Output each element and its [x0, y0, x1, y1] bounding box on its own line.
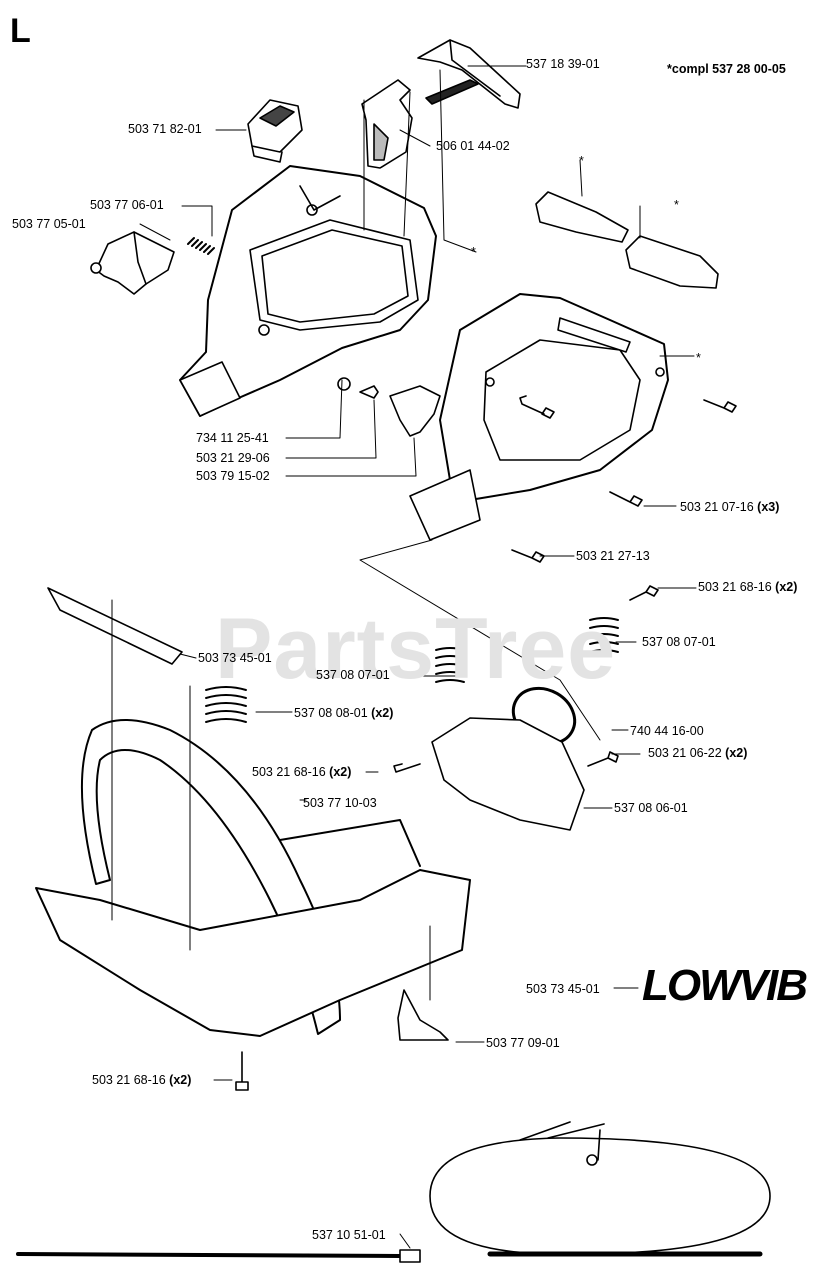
clip-part [417, 39, 521, 109]
part-label: 503 79 15-02 [196, 469, 270, 483]
part-label: 503 77 10-03 [303, 796, 377, 810]
part-label: 503 21 29-06 [196, 451, 270, 465]
lever-part [361, 79, 413, 169]
part-label: 503 73 45-01 [526, 982, 600, 996]
part-label: 503 77 05-01 [12, 217, 86, 231]
part-label: 503 77 06-01 [90, 198, 164, 212]
part-label: 537 18 39-01 [526, 57, 600, 71]
part-label: 503 21 68-16 (x2) [92, 1073, 192, 1087]
throttle-cable [16, 1121, 771, 1263]
small-spring-part [187, 237, 215, 255]
part-label: 506 01 44-02 [436, 139, 510, 153]
lowvib-logo: LOWVIB [642, 961, 809, 1006]
asterisk-marker: * [696, 351, 701, 365]
handle-clip [397, 989, 449, 1041]
part-label: 503 21 68-16 (x2) [698, 580, 798, 594]
part-label: 537 10 51-01 [312, 1228, 386, 1242]
part-label: 503 21 68-16 (x2) [252, 765, 352, 779]
part-label: 537 08 07-01 [316, 668, 390, 682]
part-label: 537 08 08-01 (x2) [294, 706, 394, 720]
switch-part [247, 99, 303, 163]
rear-handle-housing [179, 165, 437, 417]
compl-label: *compl 537 28 00-05 [667, 62, 786, 76]
part-label: 537 08 07-01 [642, 635, 716, 649]
av-block [431, 717, 585, 831]
svg-text:LOWVIB: LOWVIB [642, 961, 807, 1006]
cover-plates [535, 191, 719, 289]
part-label: 503 73 45-01 [198, 651, 272, 665]
leader-lines [111, 65, 697, 1249]
part-label: 503 77 09-01 [486, 1036, 560, 1050]
part-label: 740 44 16-00 [630, 724, 704, 738]
part-label: 503 21 27-13 [576, 549, 650, 563]
part-label: 503 71 82-01 [128, 122, 202, 136]
part-label: 734 11 25-41 [196, 431, 269, 445]
bracket-part [389, 385, 441, 437]
part-label: 503 21 07-16 (x3) [680, 500, 780, 514]
screws [235, 377, 737, 1091]
asterisk-marker: * [579, 154, 584, 168]
part-label: 503 21 06-22 (x2) [648, 746, 748, 760]
decal-part [47, 587, 183, 665]
asterisk-marker: * [471, 245, 476, 259]
asterisk-marker: * [674, 198, 679, 212]
watermark: PartsTree [215, 601, 617, 697]
section-letter: L [10, 12, 31, 50]
front-handle-cover [409, 293, 669, 541]
part-label: 537 08 06-01 [614, 801, 688, 815]
trigger-part [90, 231, 175, 295]
front-handle-bar [35, 719, 471, 1037]
